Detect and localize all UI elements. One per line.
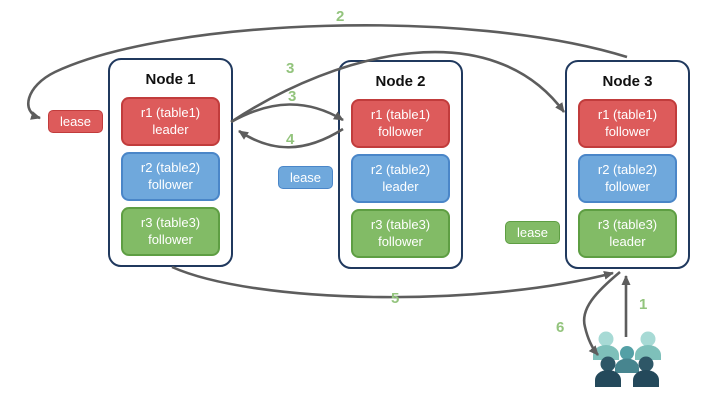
node-2: Node 2 r1 (table1) follower r2 (table2) … bbox=[338, 60, 463, 269]
step-label-1: 1 bbox=[639, 296, 648, 313]
replica-label: r3 (table3) bbox=[140, 214, 201, 230]
replica-label: r2 (table2) bbox=[597, 161, 658, 177]
node-2-replica-r1: r1 (table1) follower bbox=[351, 99, 450, 148]
replica-role: follower bbox=[605, 123, 650, 139]
replica-role: follower bbox=[605, 178, 650, 194]
replica-label: r3 (table3) bbox=[370, 216, 431, 232]
node-1: Node 1 r1 (table1) leader r2 (table2) fo… bbox=[108, 58, 233, 267]
node-3-replica-r2: r2 (table2) follower bbox=[578, 154, 677, 203]
node-1-title: Node 1 bbox=[145, 71, 196, 88]
replica-role: leader bbox=[152, 121, 189, 137]
lease-badge-table1: lease bbox=[48, 110, 103, 133]
replica-label: r3 (table3) bbox=[597, 216, 658, 232]
step-label-5: 5 bbox=[391, 290, 400, 307]
step-label-4: 4 bbox=[286, 131, 295, 148]
replica-label: r2 (table2) bbox=[370, 161, 431, 177]
node-2-title: Node 2 bbox=[375, 73, 426, 90]
node-3-title: Node 3 bbox=[602, 73, 653, 90]
replica-role: follower bbox=[378, 233, 423, 249]
node-3: Node 3 r1 (table1) follower r2 (table2) … bbox=[565, 60, 690, 269]
lease-badge-table3: lease bbox=[505, 221, 560, 244]
users-icon bbox=[593, 331, 661, 387]
node-3-replica-r1: r1 (table1) follower bbox=[578, 99, 677, 148]
step-label-3a: 3 bbox=[286, 60, 295, 77]
replica-role: leader bbox=[609, 233, 646, 249]
replica-role: leader bbox=[382, 178, 419, 194]
step-label-2: 2 bbox=[336, 8, 345, 25]
replica-label: r1 (table1) bbox=[597, 106, 658, 122]
step-label-3b: 3 bbox=[288, 88, 297, 105]
node-1-replica-r3: r3 (table3) follower bbox=[121, 207, 220, 256]
arrow-step-3-to-node2 bbox=[230, 103, 344, 124]
node-1-replica-r2: r2 (table2) follower bbox=[121, 152, 220, 201]
node-2-replica-r3: r3 (table3) follower bbox=[351, 209, 450, 258]
replica-label: r1 (table1) bbox=[370, 106, 431, 122]
node-3-replica-r3: r3 (table3) leader bbox=[578, 209, 677, 258]
node-1-replica-r1: r1 (table1) leader bbox=[121, 97, 220, 146]
replica-label: r1 (table1) bbox=[140, 104, 201, 120]
step-label-6: 6 bbox=[556, 319, 565, 336]
node-2-replica-r2: r2 (table2) leader bbox=[351, 154, 450, 203]
replica-label: r2 (table2) bbox=[140, 159, 201, 175]
lease-badge-table2: lease bbox=[278, 166, 333, 189]
replica-role: follower bbox=[148, 231, 193, 247]
replica-role: follower bbox=[378, 123, 423, 139]
replica-role: follower bbox=[148, 176, 193, 192]
